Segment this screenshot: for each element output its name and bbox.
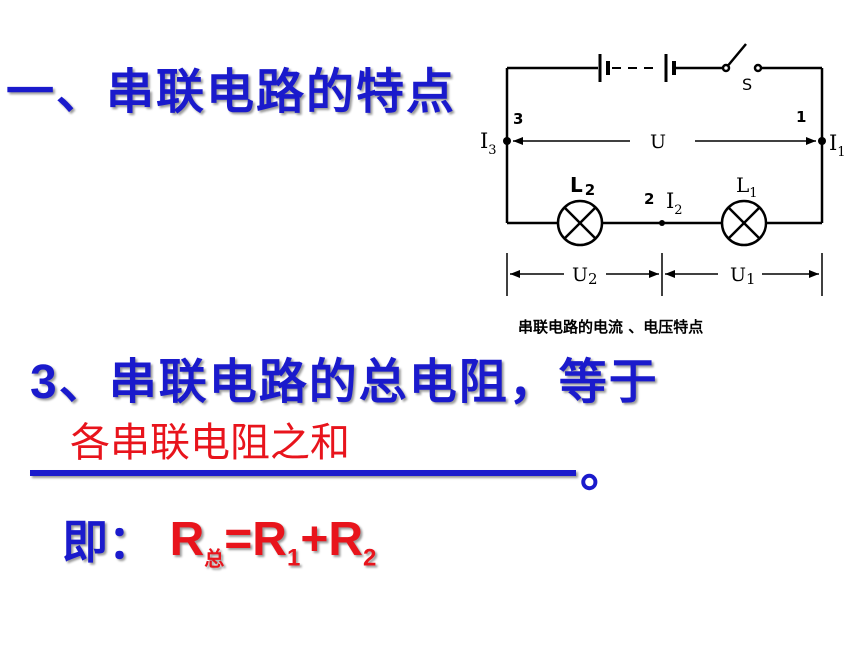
node-1-label: 1: [796, 108, 806, 126]
node-1-dot: [818, 137, 826, 145]
lamp-l1-icon: [720, 199, 768, 247]
blank-answer: 各串联电阻之和: [70, 420, 350, 466]
formula-expression: R总=R1+R2: [169, 512, 377, 572]
answer-blank-line: [30, 470, 576, 476]
voltage-u-label: U: [650, 131, 666, 153]
lamp-l1-label: L1: [736, 173, 758, 201]
node-2-dot: [659, 220, 665, 226]
node-3-dot: [503, 137, 511, 145]
voltage-u-arrow: [513, 137, 816, 145]
battery-icon: [598, 54, 676, 82]
node-3-label: 3: [513, 110, 523, 128]
switch-icon: [721, 43, 763, 73]
voltage-dimension-lines: [506, 253, 823, 296]
sentence-period: 。: [580, 442, 629, 498]
current-i3-label: I3: [480, 129, 497, 158]
lamp-l2-icon: [556, 199, 604, 247]
formula-prefix: 即：: [62, 515, 154, 569]
switch-label: S: [742, 75, 752, 94]
statement-number: 3: [30, 356, 59, 409]
current-i2-label: I2: [666, 189, 683, 218]
voltage-u2-label: U2: [572, 264, 598, 288]
current-i1-label: I1: [829, 131, 846, 160]
section-heading: 一、串联电路的特点: [6, 64, 457, 120]
resistance-formula: 即： R总=R1+R2: [62, 506, 376, 572]
total-resistance-statement: 3、串联电路的总电阻，等于: [30, 342, 659, 412]
circuit-caption: 串联电路的电流 、电压特点: [518, 318, 703, 336]
node-2-label: 2: [644, 190, 654, 208]
voltage-u1-label: U1: [730, 264, 756, 288]
statement-text: 、串联电路的总电阻，等于: [58, 354, 659, 410]
